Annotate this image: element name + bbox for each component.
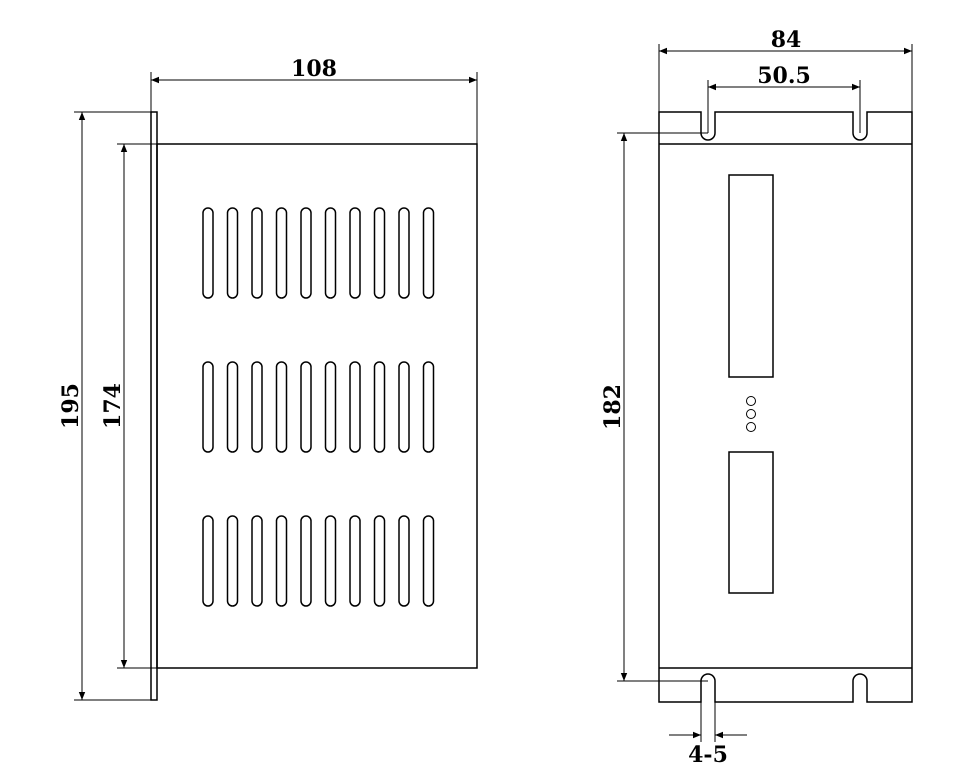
front-display-window-bottom bbox=[728, 451, 774, 594]
vent-slot bbox=[202, 361, 214, 453]
led-indicator bbox=[746, 422, 756, 432]
vent-slot bbox=[373, 515, 386, 607]
side-inner-height-label: 174 bbox=[100, 383, 126, 429]
vent-slot bbox=[300, 515, 312, 607]
side-body bbox=[156, 143, 478, 669]
front-outline bbox=[658, 111, 913, 703]
vent-slot bbox=[251, 361, 263, 453]
vent-slot bbox=[300, 361, 312, 453]
vent-slot bbox=[202, 207, 214, 299]
vent-slot bbox=[398, 515, 410, 607]
vent-slot bbox=[398, 207, 410, 299]
vent-slot bbox=[226, 515, 239, 607]
front-slot-spacing-label: 50.5 bbox=[757, 63, 811, 89]
vent-slot bbox=[202, 515, 214, 607]
vent-slot bbox=[226, 361, 239, 453]
front-view: 84 50.5 182 4-5 bbox=[600, 27, 913, 768]
vent-slot bbox=[349, 515, 361, 607]
vent-slot bbox=[422, 361, 435, 453]
vent-slot bbox=[373, 207, 386, 299]
vent-slot-group bbox=[202, 207, 435, 607]
vent-slot bbox=[324, 515, 337, 607]
side-flange bbox=[150, 111, 158, 701]
vent-slot bbox=[324, 361, 337, 453]
vent-slot bbox=[300, 207, 312, 299]
vent-slot bbox=[275, 361, 288, 453]
front-display-window-top bbox=[728, 174, 774, 378]
vent-slot bbox=[226, 207, 239, 299]
vent-slot bbox=[398, 361, 410, 453]
front-width-label: 84 bbox=[771, 27, 802, 53]
vent-slot bbox=[349, 207, 361, 299]
vent-slot bbox=[251, 515, 263, 607]
slot-width-label: 4-5 bbox=[688, 742, 728, 768]
led-indicator bbox=[746, 409, 756, 419]
side-width-label: 108 bbox=[291, 56, 337, 82]
vent-slot bbox=[422, 515, 435, 607]
front-height-label: 182 bbox=[600, 384, 626, 430]
vent-slot bbox=[275, 515, 288, 607]
side-view: 108 195 174 bbox=[58, 56, 478, 701]
led-indicator bbox=[746, 396, 756, 406]
vent-slot bbox=[275, 207, 288, 299]
vent-slot bbox=[324, 207, 337, 299]
vent-slot bbox=[422, 207, 435, 299]
vent-slot bbox=[251, 207, 263, 299]
vent-slot bbox=[373, 361, 386, 453]
side-total-height-label: 195 bbox=[58, 383, 84, 429]
vent-slot bbox=[349, 361, 361, 453]
